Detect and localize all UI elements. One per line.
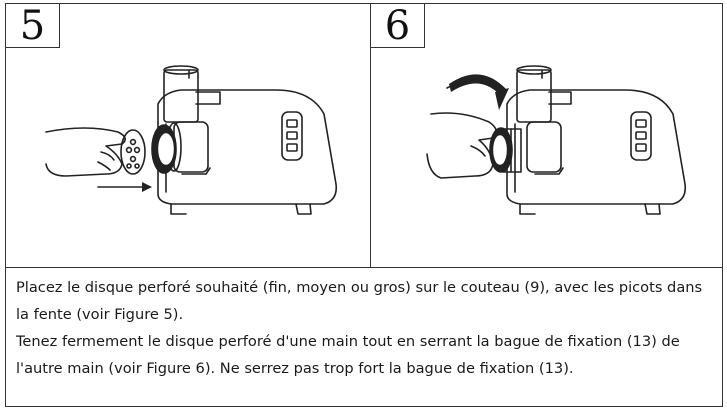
figure-5-panel: 5 xyxy=(6,4,371,267)
caption-paragraph-1: Placez le disque perforé souhaité (fin, … xyxy=(16,279,703,323)
step-number-5: 5 xyxy=(6,4,60,48)
meat-grinder-insert-disc-illustration xyxy=(45,65,338,215)
figure-panels: 5 xyxy=(6,4,722,268)
instruction-caption: Placez le disque perforé souhaité (fin, … xyxy=(16,274,716,382)
figure-6-panel: 6 xyxy=(371,4,722,267)
caption-paragraph-2: Tenez fermement le disque perforé d'une … xyxy=(16,333,680,377)
step-number-6: 6 xyxy=(371,4,425,48)
instruction-box: 5 xyxy=(5,3,723,407)
meat-grinder-tighten-ring-illustration xyxy=(426,65,687,215)
